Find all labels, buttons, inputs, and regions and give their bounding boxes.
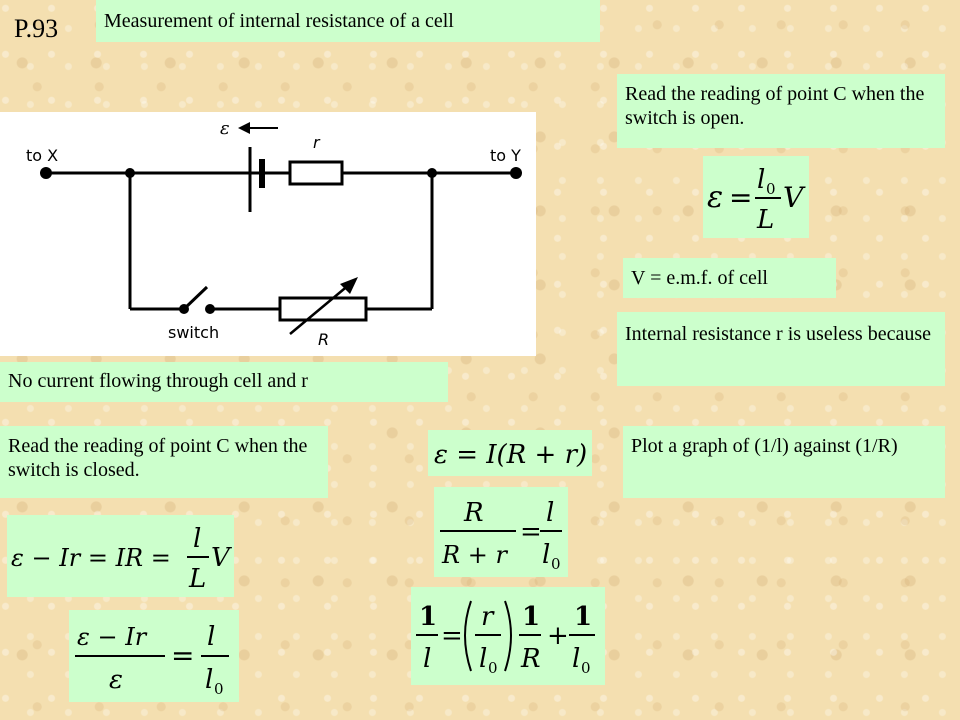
svg-text:ε: ε [109,665,123,695]
svg-text:l: l [757,165,765,195]
svg-text:+: + [547,621,569,651]
svg-text:L: L [756,205,774,235]
svg-text:ε = I(R + r): ε = I(R + r) [434,440,587,470]
svg-text:=: = [520,517,542,547]
equation-emf: ε = I(R + r) [428,430,592,476]
svg-text:l: l [207,622,215,652]
equation-ratio-1: ε − Ir ε = l l 0 [69,610,239,702]
label-R: R [318,330,329,349]
svg-text:l: l [546,498,554,528]
equation-final: 1 l = r l 0 1 R + 1 l 0 [411,587,605,685]
note-v-definition: V = e.m.f. of cell [623,258,836,298]
svg-text:l: l [205,665,213,695]
svg-text:r: r [481,602,495,632]
label-emf: ε [220,118,230,139]
svg-text:ε − Ir = IR =: ε − Ir = IR = [11,544,171,572]
svg-text:=: = [441,621,463,651]
label-r: r [313,133,321,152]
internal-resistor-r [288,160,344,186]
svg-text:0: 0 [581,659,591,677]
svg-text:1: 1 [574,602,592,632]
svg-text:l: l [572,644,580,674]
svg-text:0: 0 [766,180,776,198]
slide-title: Measurement of internal resistance of a … [96,0,600,42]
switch-lever [182,285,209,311]
svg-text:0: 0 [214,680,224,698]
note-plot-graph: Plot a graph of (1/l) against (1/R) [623,426,945,498]
svg-text:L: L [188,564,206,594]
svg-text:V: V [211,543,232,573]
variable-resistor-R [278,296,368,322]
svg-text:l: l [479,644,487,674]
equation-closed: ε − Ir = IR = l L V [7,515,234,597]
svg-text:l: l [423,644,431,674]
svg-text:0: 0 [551,555,561,573]
svg-text:R: R [463,498,484,528]
svg-text:R: R [520,644,541,674]
svg-text:l: l [193,524,201,554]
circuit-diagram: ε r to X to Y switch R [0,112,536,356]
label-to-x: to X [26,146,58,165]
equation-ratio-2: R R + r = l l 0 [434,487,568,577]
note-useless: Internal resistance r is useless because [617,312,945,386]
terminal-y [510,167,522,179]
note-open-reading: Read the reading of point C when the swi… [617,74,945,148]
slide-number: P.93 [14,14,59,43]
svg-text:ε − Ir: ε − Ir [77,623,148,651]
svg-text:0: 0 [488,659,498,677]
note-closed-reading: Read the reading of point C when the swi… [0,426,328,498]
svg-text:=: = [729,181,752,214]
svg-text:ε: ε [707,180,723,215]
svg-text:1: 1 [522,602,540,632]
svg-text:=: = [171,639,194,672]
equation-open: ε = l 0 L V [703,156,809,238]
label-switch: switch [168,323,219,342]
svg-text:R + r: R + r [441,541,508,569]
svg-text:1: 1 [419,602,437,632]
svg-text:l: l [542,540,550,570]
note-no-current: No current flowing through cell and r [0,362,448,402]
label-to-y: to Y [490,146,521,165]
terminal-x [40,167,52,179]
svg-text:V: V [783,181,806,214]
